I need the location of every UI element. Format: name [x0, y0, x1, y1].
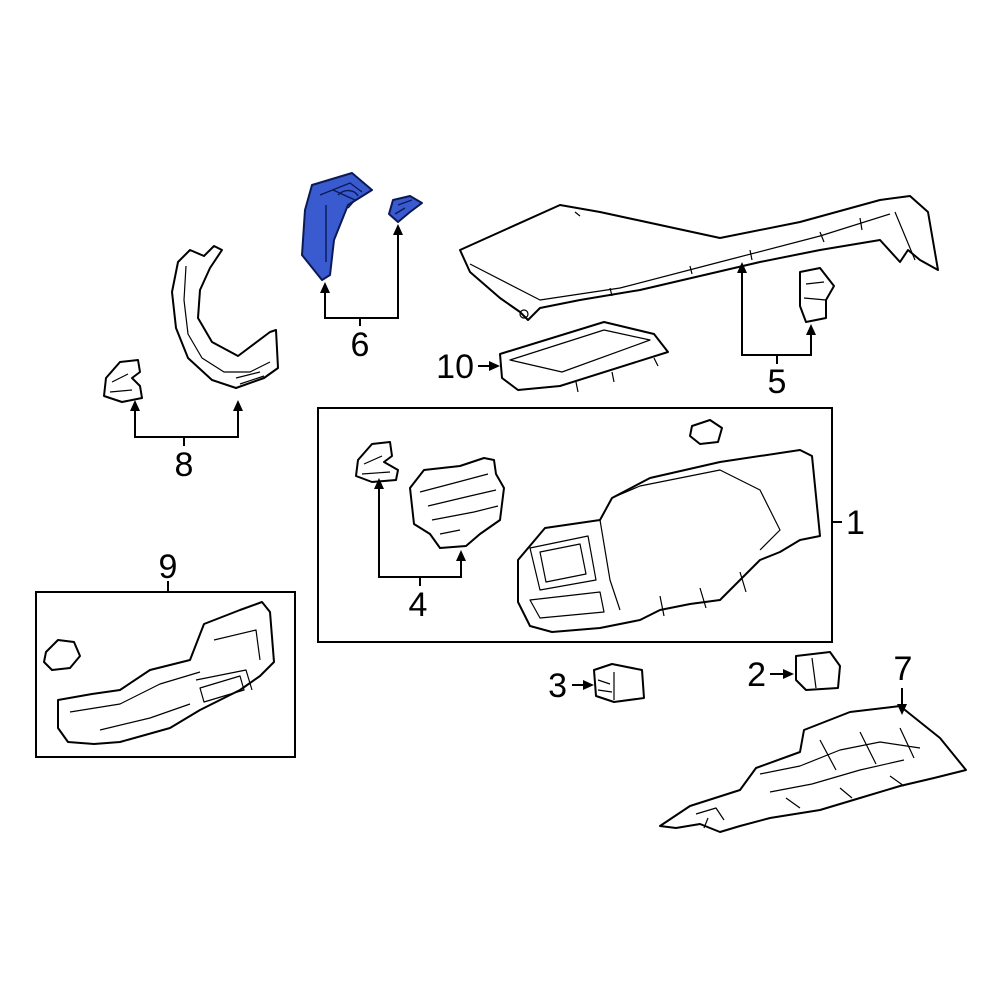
leader-7	[897, 688, 907, 715]
callout-2: 2	[747, 656, 766, 694]
console-upper-trim[interactable]	[459, 195, 939, 321]
callout-6: 6	[351, 326, 370, 364]
leader-8	[130, 400, 243, 446]
part-6-clip[interactable]	[388, 195, 423, 223]
leader-4	[374, 478, 466, 586]
callout-3: 3	[548, 667, 567, 705]
part-10-tray[interactable]	[499, 321, 669, 393]
leader-10	[478, 361, 500, 371]
callout-9: 9	[159, 548, 178, 586]
part-3-clip[interactable]	[593, 663, 645, 703]
part-7-insulator[interactable]	[659, 705, 967, 833]
part-4-clip[interactable]	[355, 441, 399, 483]
part-9-side-panel[interactable]	[57, 601, 275, 745]
part-1-console-body[interactable]	[517, 449, 821, 633]
leader-6	[320, 224, 403, 326]
part-5-clip[interactable]	[799, 267, 835, 323]
part-2-clip[interactable]	[795, 651, 841, 691]
callout-1: 1	[846, 504, 865, 542]
part-9-assembly-frame	[35, 591, 296, 758]
part-8-clip[interactable]	[103, 359, 143, 403]
part-4-bracket[interactable]	[409, 457, 505, 549]
leader-5	[737, 262, 816, 364]
callout-10: 10	[436, 348, 474, 386]
callout-7: 7	[894, 650, 913, 688]
leader-3	[572, 680, 594, 690]
part-9-clip[interactable]	[43, 639, 81, 671]
callout-8: 8	[175, 446, 194, 484]
part-8-bracket[interactable]	[171, 245, 279, 389]
part-1-assembly-frame	[317, 407, 833, 643]
callout-4: 4	[409, 586, 428, 624]
part-1-clip[interactable]	[689, 419, 723, 445]
part-6-highlighted-panel[interactable]	[301, 172, 373, 281]
leader-2	[770, 669, 794, 679]
callout-5: 5	[768, 363, 787, 401]
